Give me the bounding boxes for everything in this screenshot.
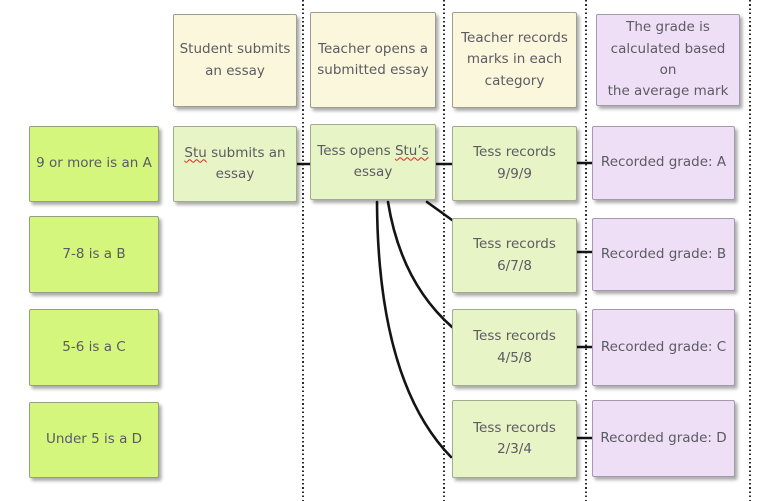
rule-note-grade-c[interactable]: 5-6 is a C xyxy=(29,309,159,386)
misspelled-word: Stu xyxy=(184,144,207,161)
connector-open-to-records-458 xyxy=(386,200,454,329)
note-text-rest: essay xyxy=(353,164,393,180)
result-note-grade-c[interactable]: Recorded grade: C xyxy=(592,309,735,386)
result-note-grade-b[interactable]: Recorded grade: B xyxy=(592,218,735,291)
note-text: Recorded grade: A xyxy=(600,154,727,171)
note-text: Tess records 4/5/8 xyxy=(473,328,556,366)
note-text: Tess records 6/7/8 xyxy=(473,236,556,274)
event-note-records-999[interactable]: Tess records 9/9/9 xyxy=(452,126,577,201)
event-note-records-678[interactable]: Tess records 6/7/8 xyxy=(452,218,577,293)
column-separator xyxy=(443,0,445,501)
connector-open-to-records-234 xyxy=(375,200,453,459)
note-text: Recorded grade: B xyxy=(600,245,727,262)
column-separator xyxy=(749,0,751,501)
note-text: Tess records 9/9/9 xyxy=(473,144,556,182)
note-text: Tess records 2/3/4 xyxy=(473,419,556,457)
note-text: 5-6 is a C xyxy=(62,338,126,355)
rule-note-grade-a[interactable]: 9 or more is an A xyxy=(29,126,159,202)
note-teacher-opens[interactable]: Teacher opens a submitted essay xyxy=(310,12,436,108)
misspelled-word: Stu’s xyxy=(394,142,429,159)
result-note-grade-a[interactable]: Recorded grade: A xyxy=(592,126,735,200)
result-note-grade-d[interactable]: Recorded grade: D xyxy=(592,400,735,477)
note-text: Teacher opens a submitted essay xyxy=(317,40,429,78)
connector-open-to-records-678 xyxy=(425,200,454,222)
note-grade-calculated[interactable]: The grade is calculated based on the ave… xyxy=(596,14,740,106)
note-text: Recorded grade: C xyxy=(600,338,727,355)
note-text: Teacher records marks in each category xyxy=(461,30,568,89)
rule-note-grade-d[interactable]: Under 5 is a D xyxy=(29,402,159,478)
rule-note-grade-b[interactable]: 7-8 is a B xyxy=(29,216,159,293)
note-text: Stu submits an essay xyxy=(184,143,285,186)
event-note-stu-submits[interactable]: Stu submits an essay xyxy=(173,126,297,202)
note-teacher-records[interactable]: Teacher records marks in each category xyxy=(452,12,577,108)
note-text: 9 or more is an A xyxy=(36,155,152,172)
note-text: Recorded grade: D xyxy=(600,429,727,446)
note-text-rest: submits an essay xyxy=(211,144,286,182)
note-text: 7-8 is a B xyxy=(62,245,126,262)
note-text: The grade is calculated based on the ave… xyxy=(607,19,729,100)
note-text: Under 5 is a D xyxy=(45,431,143,448)
column-separator xyxy=(302,0,304,501)
event-note-records-458[interactable]: Tess records 4/5/8 xyxy=(452,309,577,386)
event-note-tess-opens[interactable]: Tess opens Stu’s essay xyxy=(310,124,436,200)
note-text: Student submits an essay xyxy=(179,41,291,79)
note-text: Tess opens Stu’s essay xyxy=(317,141,428,184)
column-separator xyxy=(585,0,587,501)
note-student-submits[interactable]: Student submits an essay xyxy=(173,14,297,107)
note-text-pre: Tess opens xyxy=(317,142,395,159)
event-note-records-234[interactable]: Tess records 2/3/4 xyxy=(452,400,577,478)
